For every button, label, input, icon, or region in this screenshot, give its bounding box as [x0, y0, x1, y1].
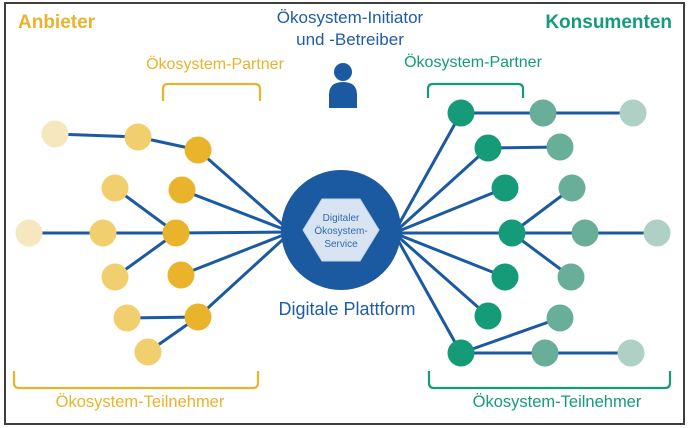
- network-edge: [392, 146, 490, 235]
- network-node: [162, 219, 190, 247]
- network-node: [474, 134, 502, 162]
- bracket-partner-left: [161, 82, 262, 101]
- network-edge: [459, 316, 562, 355]
- teilnehmer-label-right: Ökosystem-Teilnehmer: [472, 393, 642, 411]
- network-node: [617, 339, 645, 367]
- network-node: [89, 219, 117, 247]
- bracket-partner-right: [426, 82, 525, 98]
- network-node: [498, 219, 526, 247]
- network-node: [546, 133, 574, 161]
- network-edge: [196, 148, 293, 234]
- network-node: [184, 136, 212, 164]
- hexagon-label-line3: Service: [324, 239, 358, 250]
- network-node: [124, 123, 152, 151]
- network-edge: [392, 111, 463, 235]
- bracket-teilnehmer-right: [427, 371, 672, 390]
- network-node: [491, 174, 519, 202]
- network-edge: [392, 231, 490, 318]
- initiator-line1: Ökosystem-Initiator: [276, 8, 424, 27]
- network-node: [474, 302, 502, 330]
- network-node: [101, 263, 129, 291]
- network-nodes: [15, 99, 671, 367]
- initiator-heading: Ökosystem-Initiator und -Betreiber: [250, 7, 450, 51]
- network-node: [571, 219, 599, 247]
- network-node: [168, 176, 196, 204]
- network-node: [558, 174, 586, 202]
- konsumenten-heading: Konsumenten: [545, 12, 672, 33]
- network-node: [531, 339, 559, 367]
- network-node: [447, 339, 475, 367]
- hexagon-label-line2: Ökosystem-: [314, 225, 367, 237]
- network-edge: [179, 230, 293, 277]
- network-node: [113, 304, 141, 332]
- bracket-teilnehmer-left: [12, 371, 260, 390]
- network-edge: [174, 230, 293, 235]
- network-node: [15, 219, 43, 247]
- service-hexagon-icon: [302, 198, 380, 262]
- network-node: [546, 304, 574, 332]
- partner-label-right: Ökosystem-Partner: [404, 54, 542, 71]
- person-icon: [329, 63, 357, 108]
- network-edge: [392, 186, 507, 235]
- network-edge: [392, 231, 507, 279]
- network-edge: [196, 230, 293, 319]
- partner-label-left: Ökosystem-Partner: [146, 56, 284, 73]
- network-node: [529, 99, 557, 127]
- network-node: [101, 174, 129, 202]
- platform-label: Digitale Plattform: [278, 299, 416, 319]
- network-node: [557, 263, 585, 291]
- teilnehmer-label-left: Ökosystem-Teilnehmer: [55, 393, 225, 411]
- network-edge: [392, 231, 463, 355]
- network-node: [167, 261, 195, 289]
- network-node: [447, 99, 475, 127]
- network-node: [643, 219, 671, 247]
- network-node: [184, 303, 212, 331]
- network-node: [491, 263, 519, 291]
- network-node: [41, 120, 69, 148]
- network-node: [134, 338, 162, 366]
- network-edge: [180, 188, 293, 234]
- anbieter-heading: Anbieter: [18, 12, 96, 33]
- network-edge: [53, 132, 140, 139]
- network-node: [619, 99, 647, 127]
- hexagon-label-line1: Digitaler: [323, 213, 360, 224]
- initiator-line2: und -Betreiber: [296, 30, 404, 49]
